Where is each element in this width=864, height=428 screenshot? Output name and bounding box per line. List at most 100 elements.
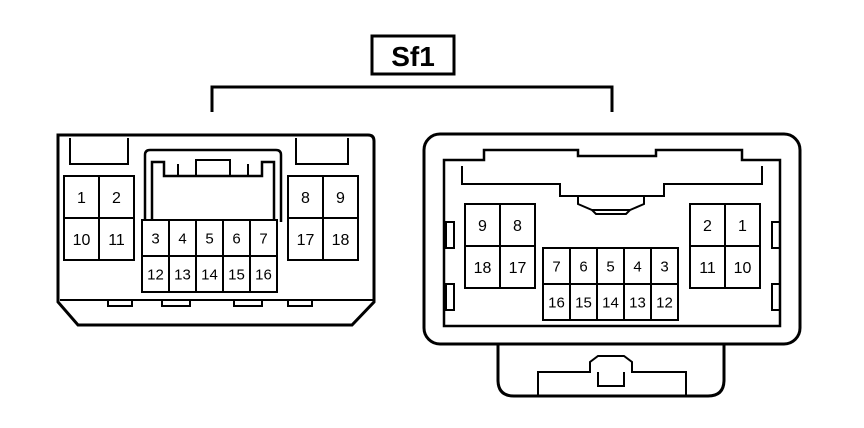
pin-cell-box (464, 203, 501, 247)
pin-cell-box (689, 245, 726, 289)
pin-number: 16 (255, 266, 272, 283)
left-connector (56, 133, 376, 327)
pin-cell: 1 (724, 203, 761, 247)
pin-number: 3 (151, 230, 159, 247)
pin-cell: 4 (623, 247, 652, 285)
pin-cell: 17 (499, 245, 536, 289)
pin-cell-box (287, 217, 324, 261)
right-connector-lock-tab (496, 344, 726, 398)
pin-cell: 6 (569, 247, 598, 285)
pin-number: 10 (734, 260, 752, 277)
pin-number: 15 (575, 294, 592, 311)
pin-number: 12 (656, 294, 673, 311)
pin-number: 4 (178, 230, 186, 247)
pin-number: 10 (73, 232, 91, 249)
pin-cell: 5 (596, 247, 625, 285)
right-connector-housing (422, 132, 802, 346)
pin-cell-box (222, 219, 251, 257)
pin-cell-box (724, 245, 761, 289)
pin-cell-box (249, 255, 278, 293)
pin-cell-box (141, 219, 170, 257)
pin-cell: 3 (141, 219, 170, 257)
pin-number: 14 (201, 266, 218, 283)
pin-number: 11 (108, 232, 125, 249)
right-connector-inner-steps (461, 166, 763, 197)
pin-cell: 18 (464, 245, 501, 289)
pin-cell-box (98, 175, 135, 219)
title-text: Sf1 (391, 41, 435, 72)
pin-number: 5 (606, 258, 614, 275)
left-connector-housing (56, 133, 376, 327)
pin-cell: 11 (98, 217, 135, 261)
pin-cell: 16 (542, 283, 571, 321)
right-connector-side-slot-left-top (445, 221, 455, 249)
pin-cell: 8 (287, 175, 324, 219)
pin-cell: 13 (168, 255, 197, 293)
left-connector-latch-detail (177, 159, 249, 176)
left-connector-bottom-tabs (107, 300, 313, 307)
pin-cell: 2 (98, 175, 135, 219)
pin-number: 17 (509, 260, 527, 277)
pin-number: 1 (77, 190, 86, 207)
pin-cell: 7 (542, 247, 571, 285)
pin-cell-box (287, 175, 324, 219)
pin-number: 4 (633, 258, 641, 275)
pin-cell-box (499, 203, 536, 247)
pin-number: 2 (112, 190, 121, 207)
title-bracket (210, 85, 614, 112)
pin-cell: 5 (195, 219, 224, 257)
pin-cell-box (650, 283, 679, 321)
right-connector-latch (577, 196, 645, 215)
pin-cell: 13 (623, 283, 652, 321)
pin-number: 17 (297, 232, 315, 249)
pin-cell: 7 (249, 219, 278, 257)
pin-cell: 14 (596, 283, 625, 321)
pin-cell: 3 (650, 247, 679, 285)
pin-number: 1 (738, 218, 747, 235)
pin-number: 14 (602, 294, 619, 311)
pin-cell: 15 (222, 255, 251, 293)
pin-cell: 6 (222, 219, 251, 257)
pin-number: 9 (336, 190, 345, 207)
pin-number: 13 (174, 266, 191, 283)
pin-cell-box (222, 255, 251, 293)
pin-cell: 12 (141, 255, 170, 293)
pin-cell-box (689, 203, 726, 247)
pin-number: 8 (301, 190, 310, 207)
pin-cell: 2 (689, 203, 726, 247)
pin-number: 16 (548, 294, 565, 311)
left-connector-latch (143, 148, 283, 222)
pin-cell: 12 (650, 283, 679, 321)
pin-number: 5 (205, 230, 213, 247)
pin-cell: 17 (287, 217, 324, 261)
pin-cell-box (195, 255, 224, 293)
right-connector-lock-tab-detail (537, 355, 687, 396)
pin-number: 6 (579, 258, 587, 275)
pin-cell-box (542, 247, 571, 285)
pin-number: 18 (332, 232, 350, 249)
right-connector-inner-wall (442, 148, 782, 328)
title-label: Sf1 (370, 34, 456, 76)
pin-cell: 4 (168, 219, 197, 257)
pin-cell: 18 (322, 217, 359, 261)
pin-cell-box (499, 245, 536, 289)
pin-cell-box (249, 219, 278, 257)
left-connector-inner-outline (60, 138, 374, 301)
pin-number: 7 (552, 258, 560, 275)
pin-number: 18 (474, 260, 492, 277)
pin-number: 15 (228, 266, 245, 283)
right-connector-side-slot-right-top (771, 221, 781, 249)
pin-number: 8 (513, 218, 522, 235)
pin-number: 2 (703, 218, 712, 235)
right-connector (422, 132, 802, 398)
right-connector-side-slot-left-bottom (445, 283, 455, 311)
pin-cell-box (98, 217, 135, 261)
pin-number: 11 (699, 260, 716, 277)
pin-cell: 16 (249, 255, 278, 293)
pin-cell: 8 (499, 203, 536, 247)
pin-cell-box (63, 217, 100, 261)
pin-cell: 15 (569, 283, 598, 321)
pin-cell-box (141, 255, 170, 293)
pin-cell-box (623, 283, 652, 321)
